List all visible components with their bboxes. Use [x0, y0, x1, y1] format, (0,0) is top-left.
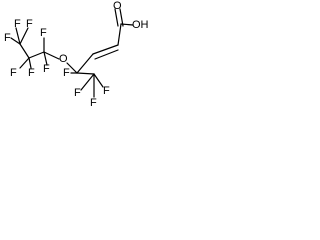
bond-c5-f-left: [80, 73, 95, 91]
atom-f-ethyl-top-right: F: [26, 18, 33, 30]
bond-c1-f-left: [10, 37, 21, 45]
bond-c6-c7-double: [94, 49, 119, 60]
bond-c8-o-carbonyl-b: [119, 8, 124, 27]
bond-c4-c6: [76, 53, 94, 74]
atom-f-cf3-right: F: [103, 85, 110, 97]
atom-f-cf3-left: F: [74, 87, 81, 99]
atom-f-center: F: [63, 67, 70, 79]
bond-lines: [10, 8, 134, 98]
atom-f-propyl-2: F: [43, 63, 50, 75]
atom-carbonyl-oxygen: O: [113, 0, 122, 12]
atom-f-ethyl-bottom-right: F: [28, 67, 35, 79]
atom-oxygen-ether: O: [59, 53, 68, 65]
bond-c8-oh: [120, 23, 134, 26]
bond-c2-c3: [28, 51, 45, 59]
bond-c1-c2: [19, 43, 30, 59]
atom-f-ethyl-left: F: [4, 32, 11, 44]
bond-c6-c7: [92, 44, 119, 55]
bond-c2-f-down: [28, 57, 32, 69]
bond-c4-c5: [76, 72, 95, 75]
atom-f-cf3-bottom: F: [90, 97, 97, 109]
bond-c3-o: [43, 51, 60, 60]
atom-hydroxyl: OH: [132, 19, 149, 31]
bond-c1-f-top2: [15, 27, 21, 45]
molecule-structure: F F F F F F F O F F F F O OH: [4, 0, 149, 109]
bond-c3-f-down: [43, 51, 48, 66]
bond-c1-f-top: [19, 27, 29, 45]
bond-c7-c8: [117, 23, 122, 46]
atom-labels: F F F F F F F O F F F F O OH: [4, 0, 149, 109]
bond-c8-o-carbonyl-a: [114, 8, 119, 27]
bond-o-c4: [66, 62, 78, 74]
bond-c2-f-left: [19, 57, 30, 69]
atom-f-ethyl-top-left: F: [14, 18, 21, 30]
atom-f-ethyl-bottom-left: F: [10, 67, 17, 79]
atom-f-propyl-1: F: [40, 27, 47, 39]
bond-c5-f-right: [93, 73, 104, 88]
